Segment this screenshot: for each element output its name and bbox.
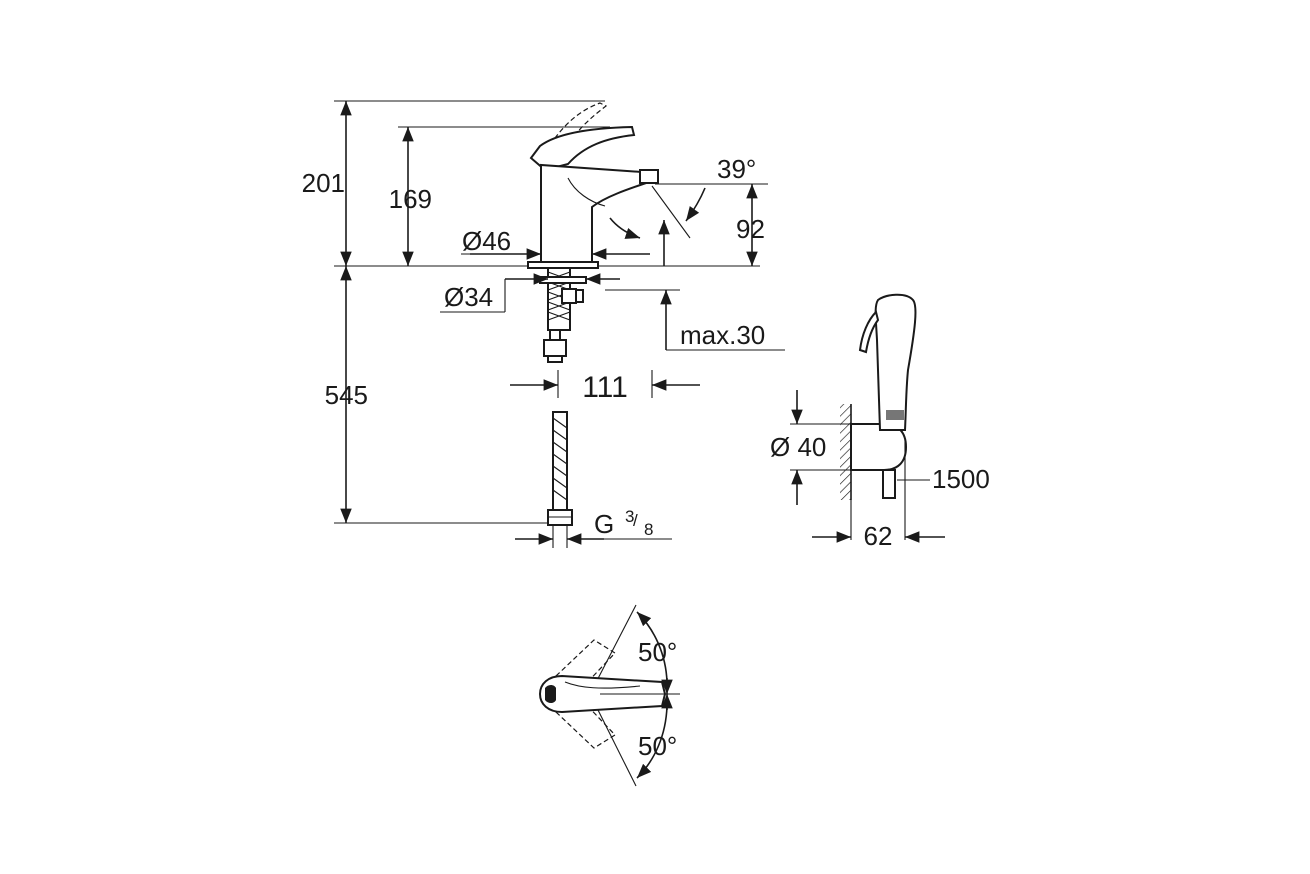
dim-holder-diameter: Ø 40 [770,432,826,462]
hand-shower-view: Ø 40 1500 62 [770,293,990,551]
faucet-top-view: 50° 50° [538,604,680,787]
dim-rotation-right: 50° [638,731,677,761]
thread-slash: / [633,511,638,530]
dim-thread-num: 3 [625,507,634,526]
dim-shower-hose: 1500 [932,464,990,494]
dim-max-thickness: max.30 [680,320,765,350]
dim-holder-depth: 62 [864,521,893,551]
faucet-side-view: 201 169 Ø46 Ø34 39° 92 max.30 [302,100,785,548]
dim-connection-thread: G [594,509,614,539]
dim-hose-length: 545 [325,380,368,410]
dim-reach: 111 [582,371,628,404]
dim-total-height: 201 [302,168,345,198]
dim-rotation-left: 50° [638,637,677,667]
dim-thread-den: 8 [644,520,653,539]
dim-spout-angle: 39° [717,154,756,184]
dim-lever-height: 169 [389,184,432,214]
dim-spout-height: 92 [736,214,765,244]
dim-hole-diameter: Ø34 [444,282,493,312]
dim-body-diameter: Ø46 [462,226,511,256]
